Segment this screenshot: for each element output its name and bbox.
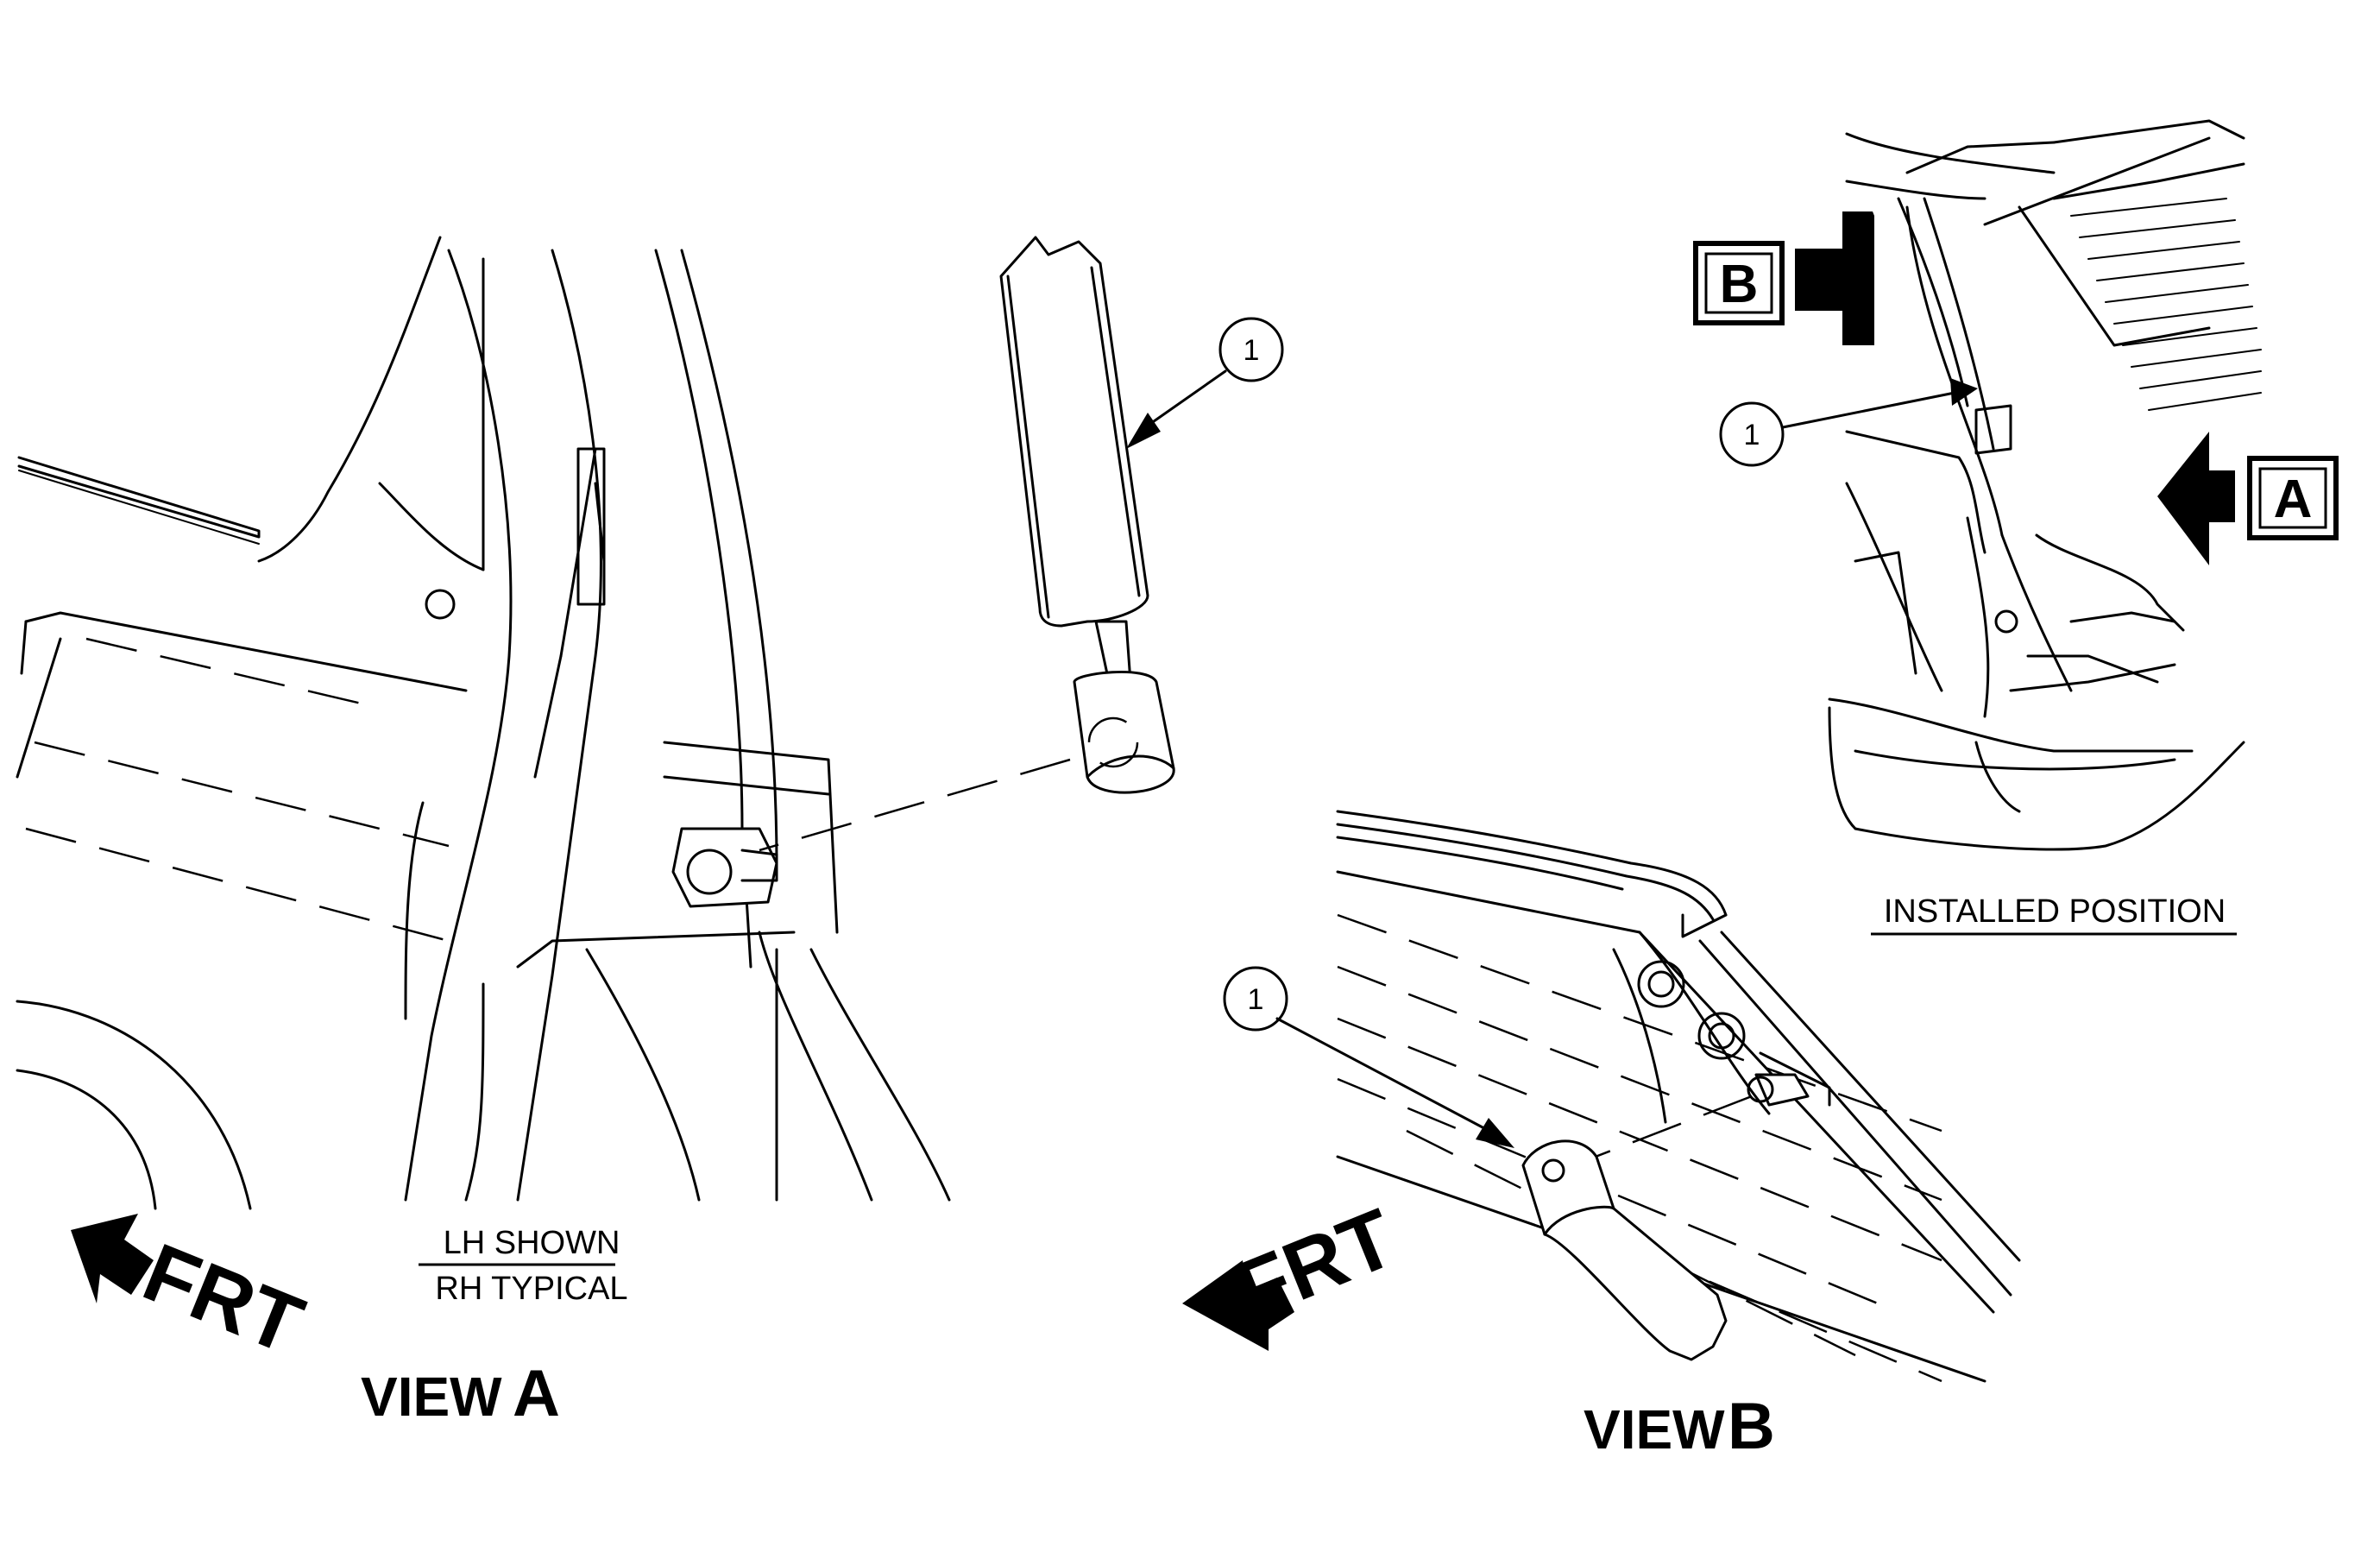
view-b-title-word: VIEW [1584,1398,1725,1461]
lh-shown-note: LH SHOWN [444,1225,620,1261]
marker-b-letter: B [1720,255,1759,314]
view-a-marker: A [2157,432,2339,565]
installed-caption: INSTALLED POSITION [1871,893,2237,936]
view-b-marker: B [1693,211,1874,345]
view-b-frt-arrow: FRT [1182,1191,1407,1351]
installed-position-vehicle [1828,119,2262,851]
rh-typical-note: RH TYPICAL [435,1271,627,1307]
view-b-gas-strut [1521,1139,1728,1361]
view-a-frt-arrow: FRT [71,1214,315,1372]
view-a-body-structure [16,236,951,1210]
view-b-title-letter: B [1728,1390,1775,1463]
marker-a-letter: A [2274,470,2313,529]
installed-position-caption: INSTALLED POSITION [1884,893,2226,930]
view-a-labels: LH SHOWN RH TYPICAL VIEW A [361,1225,628,1430]
view-b-liftgate-structure [1336,810,2021,1383]
view-a-frt-label: FRT [131,1226,315,1372]
callout-1-view-b: 1 [1248,983,1264,1016]
installed-callout: 1 [1719,378,1978,467]
callout-1-installed: 1 [1744,419,1760,451]
view-b-callout: 1 [1223,966,1514,1148]
view-b-frt-label: FRT [1224,1191,1407,1337]
view-a-title-word: VIEW [361,1366,502,1428]
view-a-callout: 1 [1126,317,1284,449]
view-a-title-letter: A [513,1357,560,1430]
callout-1-view-a: 1 [1244,334,1260,367]
view-a-gas-strut [759,236,1175,852]
view-b-labels: VIEW B [1584,1390,1775,1463]
